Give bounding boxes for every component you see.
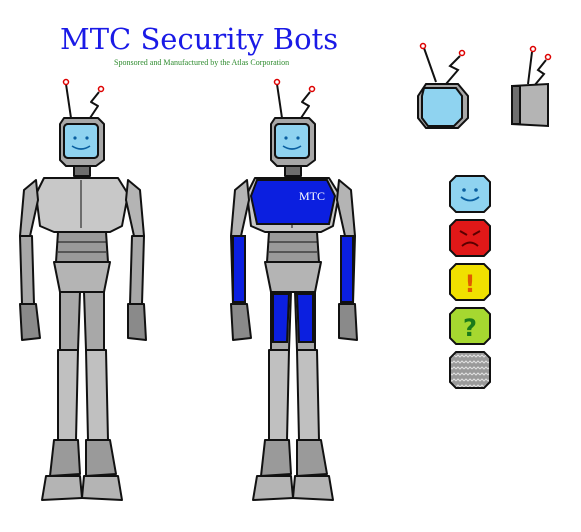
face-state-static-icon <box>449 351 491 389</box>
chest-label: MTC <box>299 189 325 203</box>
robot-armored: MTC <box>230 78 358 501</box>
alert-symbol: ! <box>465 270 476 298</box>
robot-unarmored-screen <box>63 123 99 159</box>
page-subtitle: Sponsored and Manufactured by the Atlas … <box>114 58 290 67</box>
question-symbol: ? <box>463 314 477 342</box>
face-state-question-icon: ? <box>449 307 491 345</box>
face-state-angry-icon <box>449 219 491 257</box>
robot-armor <box>232 179 354 343</box>
page-title: MTC Security Bots <box>60 22 339 56</box>
face-state-alert-icon: ! <box>449 263 491 301</box>
face-state-happy-icon <box>449 175 491 213</box>
head-front-view <box>417 42 469 129</box>
robot-unarmored <box>19 78 147 501</box>
robot-armored-screen <box>274 123 310 159</box>
head-side-view <box>511 45 552 128</box>
